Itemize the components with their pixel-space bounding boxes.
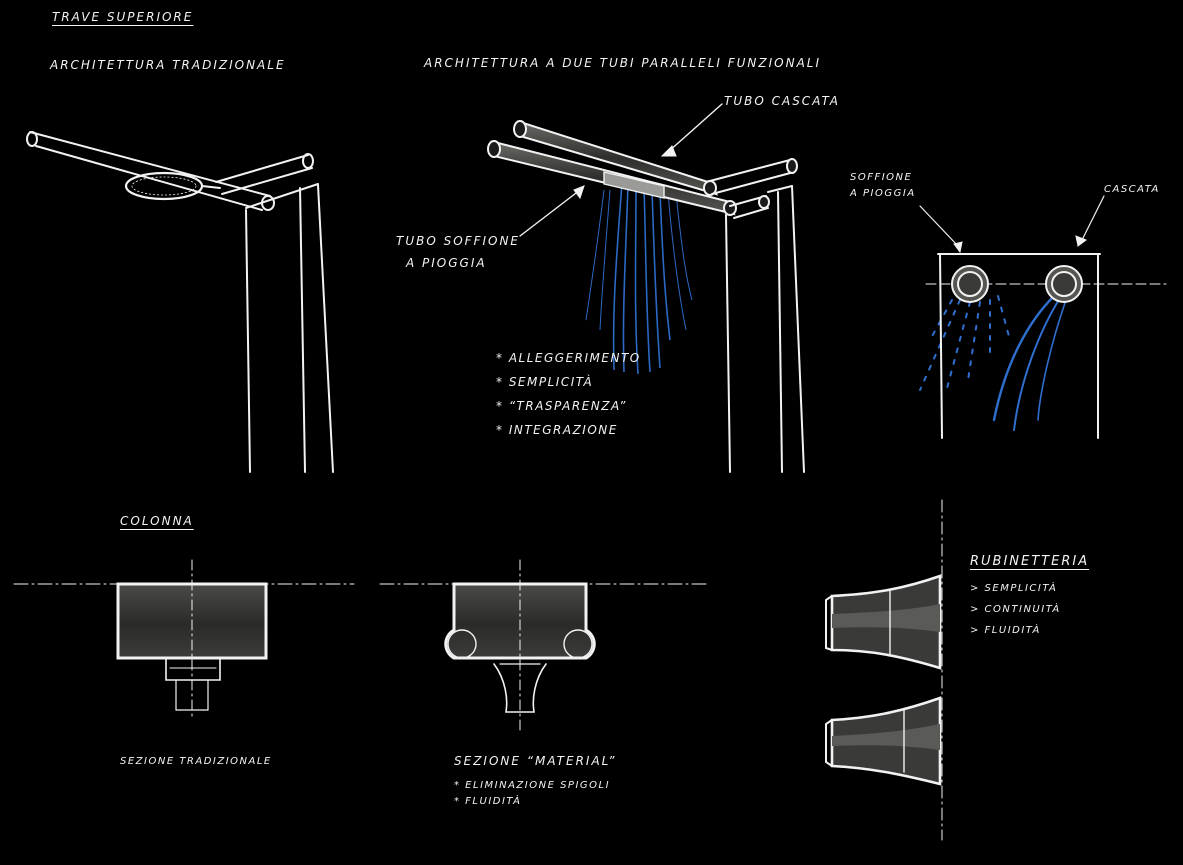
- list-item: * ELIMINAZIONE SPIGOLI: [454, 780, 611, 791]
- list-item: > CONTINUITÀ: [970, 604, 1061, 615]
- benefits-list: * ALLEGGERIMENTO * SEMPLICITÀ * “TRASPAR…: [496, 346, 641, 442]
- tubo-soffione-label: TUBO SOFFIONE: [396, 234, 521, 248]
- soffione-label-line2: A PIOGGIA: [850, 188, 916, 199]
- colonna-title: COLONNA: [120, 514, 194, 528]
- list-item: * FLUIDITÀ: [454, 796, 522, 807]
- trave-superiore-title: TRAVE SUPERIORE: [52, 10, 194, 24]
- sezione-tradizionale-label: SEZIONE TRADIZIONALE: [120, 756, 272, 767]
- parallel-tubes-sketch: [487, 103, 805, 473]
- list-item: > SEMPLICITÀ: [970, 583, 1058, 594]
- faucet-sketch: [825, 499, 943, 841]
- rubinetteria-list: > SEMPLICITÀ > CONTINUITÀ > FLUIDITÀ: [970, 578, 1061, 641]
- soffione-label: SOFFIONE: [850, 172, 913, 183]
- section-material-sketch: [379, 559, 707, 731]
- list-item: > FLUIDITÀ: [970, 625, 1041, 636]
- tubo-cascata-label: TUBO CASCATA: [724, 94, 840, 108]
- cascata-label: CASCATA: [1104, 184, 1160, 195]
- list-item: * INTEGRAZIONE: [496, 423, 618, 437]
- water-cascade-icon: [585, 181, 693, 375]
- rubinetteria-title: RUBINETTERIA: [970, 554, 1090, 569]
- material-notes-list: * ELIMINAZIONE SPIGOLI * FLUIDITÀ: [454, 778, 610, 810]
- sezione-material-label: SEZIONE “MATERIAL”: [454, 754, 617, 768]
- list-item: * ALLEGGERIMENTO: [496, 351, 641, 365]
- traditional-shower-sketch: [26, 131, 334, 473]
- list-item: * “TRASPARENZA”: [496, 399, 627, 413]
- outlet-detail-sketch: [919, 195, 1167, 439]
- parallel-architecture-title: ARCHITETTURA A DUE TUBI PARALLELI FUNZIO…: [424, 56, 822, 70]
- section-traditional-sketch: [13, 559, 355, 721]
- list-item: * SEMPLICITÀ: [496, 375, 594, 389]
- tubo-soffione-label-line2: A PIOGGIA: [406, 256, 487, 270]
- traditional-architecture-title: ARCHITETTURA TRADIZIONALE: [50, 58, 286, 72]
